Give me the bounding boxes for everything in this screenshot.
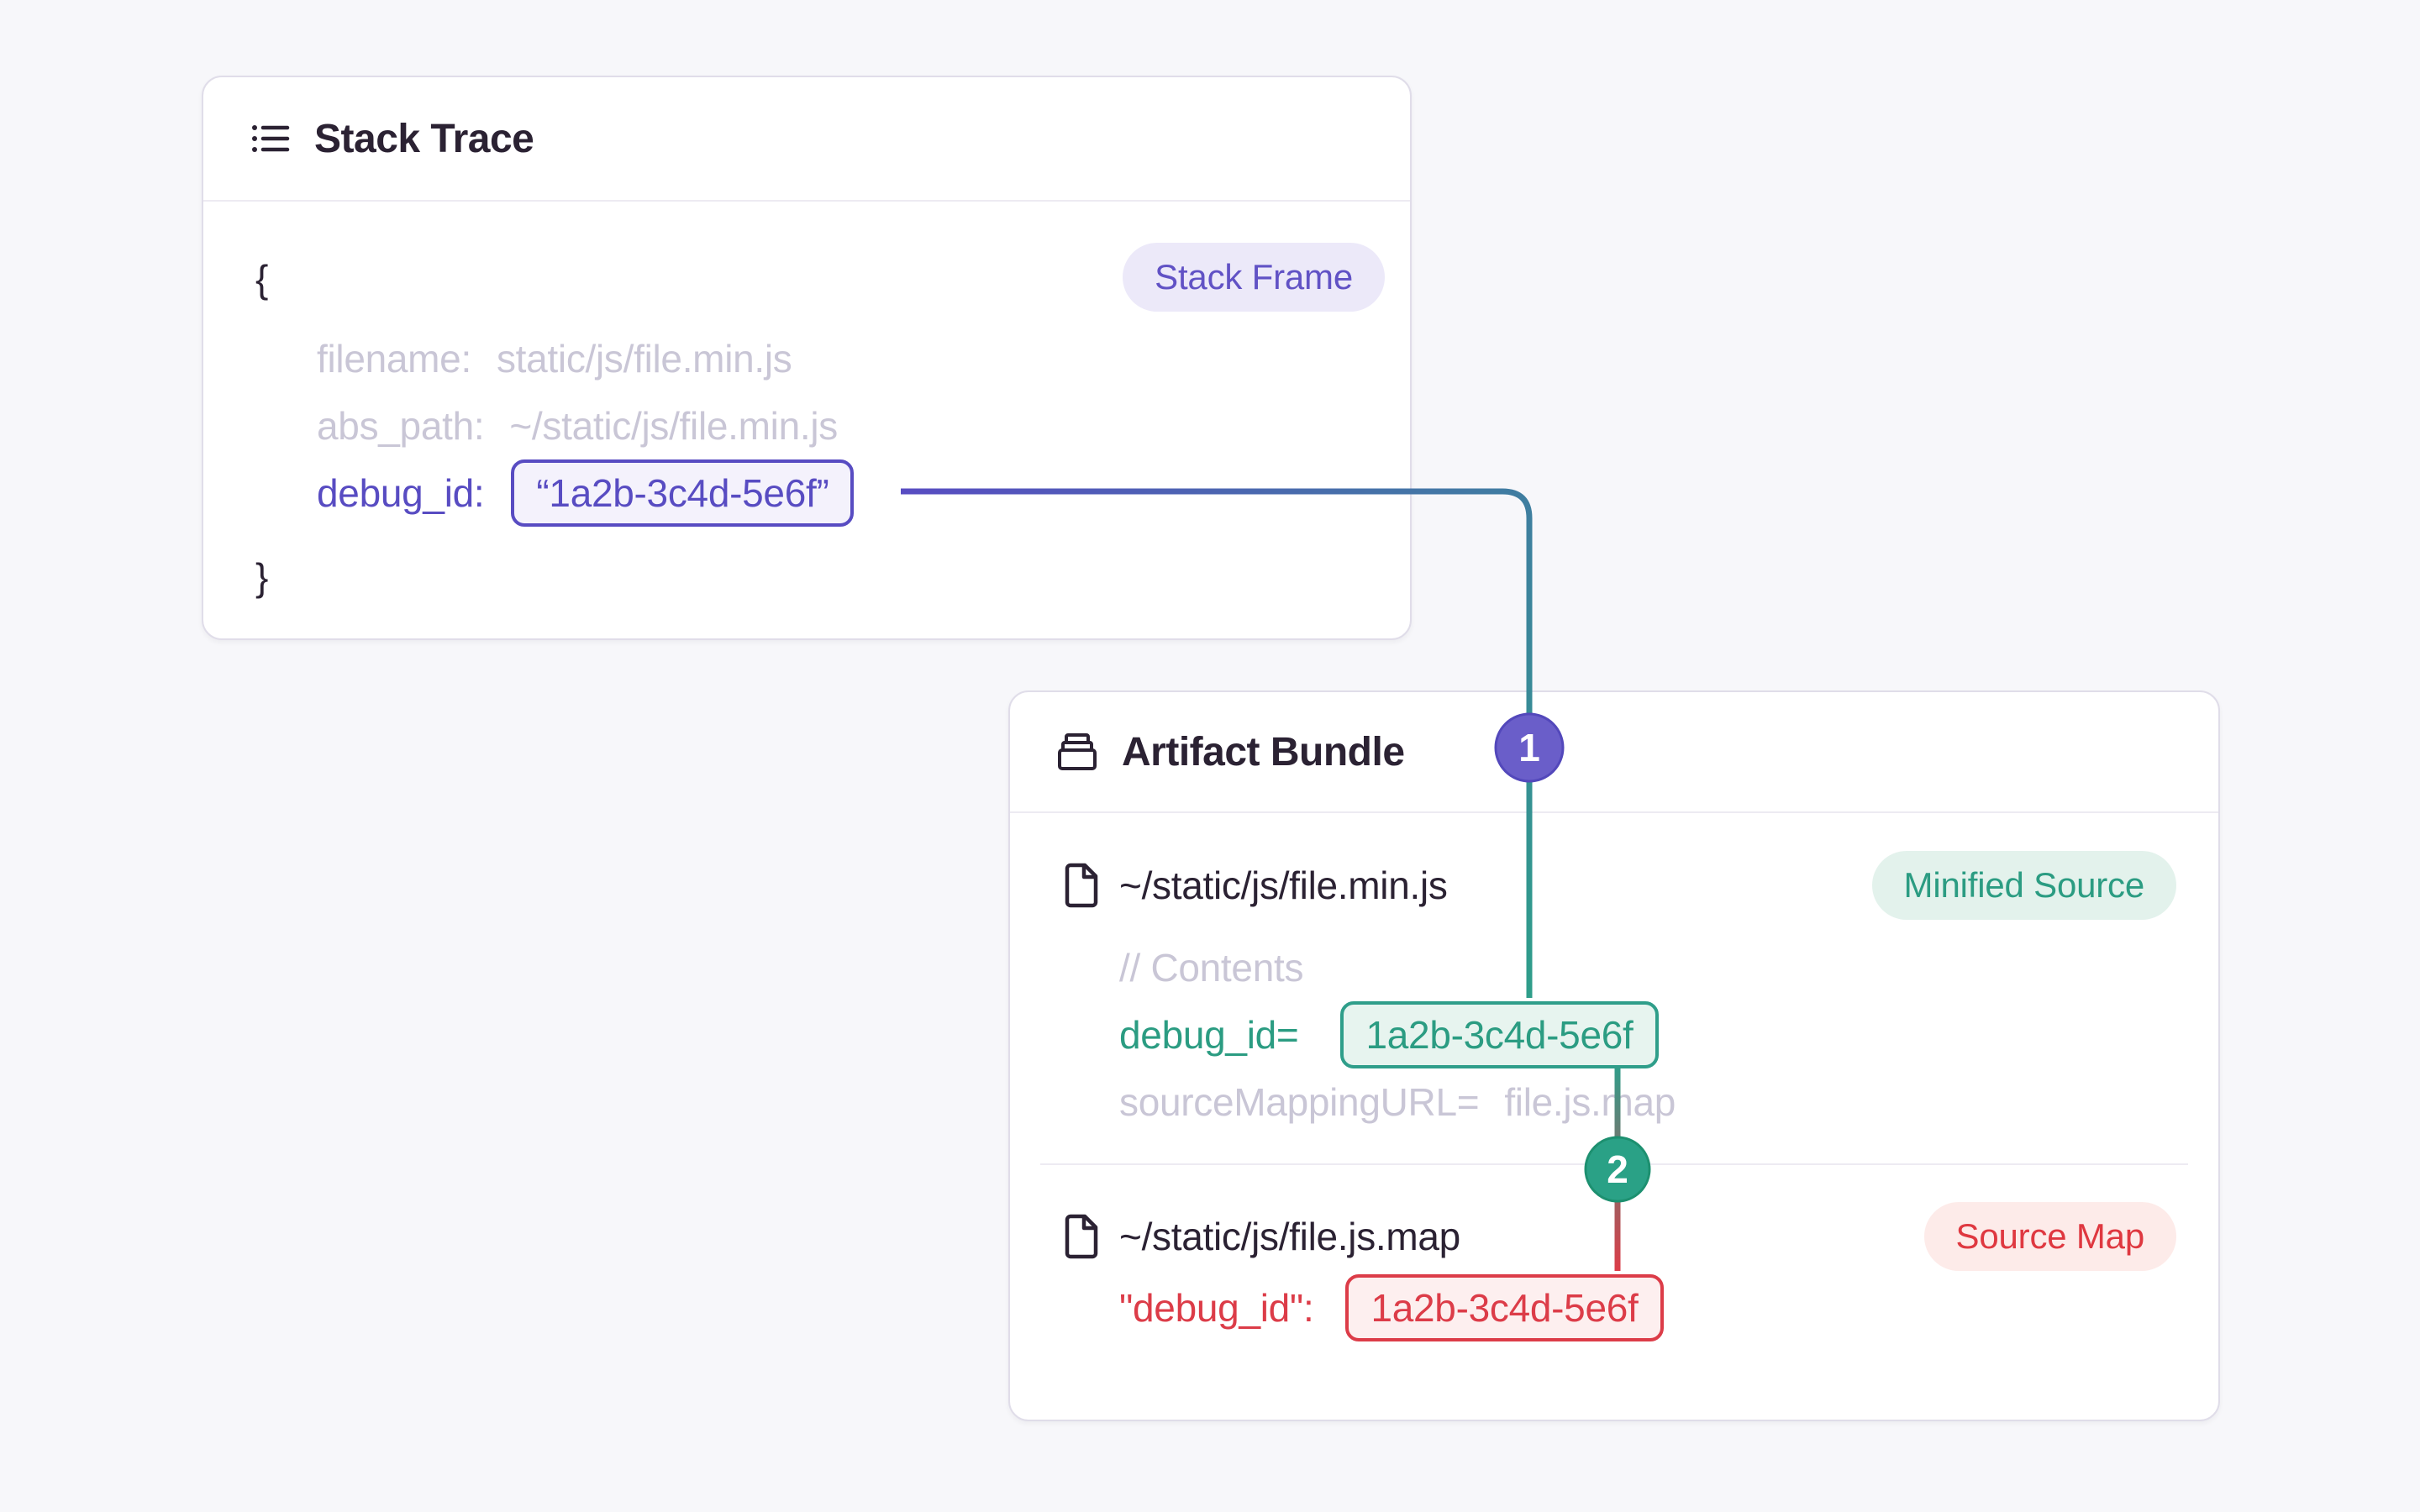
stack-trace-card: Stack Trace Stack Frame { filename: stat… xyxy=(202,76,1412,640)
stack-list-icon xyxy=(250,118,291,159)
stack-debug-id-label: debug_id: xyxy=(317,471,485,515)
minified-file-row: ~/static/js/file.min.js Minified Source xyxy=(1062,851,2176,920)
open-brace-text: { xyxy=(255,257,269,301)
source-map-file-row: ~/static/js/file.js.map Source Map xyxy=(1062,1202,2176,1271)
file-icon xyxy=(1062,1213,1101,1260)
stack-debug-id-line: debug_id: “1a2b-3c4d-5e6f” xyxy=(317,459,855,527)
source-mapping-label: sourceMappingURL= xyxy=(1119,1080,1480,1124)
abs-path-label: abs_path: xyxy=(317,404,485,448)
map-debug-id-value: 1a2b-3c4d-5e6f xyxy=(1370,1286,1639,1330)
archive-bundle-icon xyxy=(1056,732,1098,772)
artifact-bundle-card: Artifact Bundle ~/static/js/file.min.js … xyxy=(1008,690,2220,1421)
filename-label: filename: xyxy=(317,337,471,381)
abs-path-line: abs_path: ~/static/js/file.min.js xyxy=(317,392,838,459)
source-map-file-name: ~/static/js/file.js.map xyxy=(1119,1215,1460,1258)
source-map-badge-label: Source Map xyxy=(1955,1216,2145,1256)
map-debug-id-line: "debug_id": 1a2b-3c4d-5e6f xyxy=(1119,1274,1664,1341)
map-debug-id-label: "debug_id": xyxy=(1119,1286,1314,1330)
close-brace-text: } xyxy=(255,555,269,599)
file-row-divider xyxy=(1040,1163,2188,1165)
artifact-bundle-title: Artifact Bundle xyxy=(1122,729,1405,774)
bundle-debug-id-box: 1a2b-3c4d-5e6f xyxy=(1340,1001,1659,1068)
json-open-brace: { xyxy=(255,245,268,312)
contents-comment-line: // Contents xyxy=(1119,934,1303,1001)
map-debug-id-box: 1a2b-3c4d-5e6f xyxy=(1345,1274,1664,1341)
stack-frame-badge: Stack Frame xyxy=(1123,243,1385,312)
json-close-brace: } xyxy=(255,543,268,611)
stack-debug-id-box: “1a2b-3c4d-5e6f” xyxy=(511,459,855,527)
filename-value: static/js/file.min.js xyxy=(496,337,792,381)
bundle-debug-id-value: 1a2b-3c4d-5e6f xyxy=(1365,1013,1634,1057)
stack-frame-badge-label: Stack Frame xyxy=(1155,257,1353,297)
filename-line: filename: static/js/file.min.js xyxy=(317,325,792,392)
source-map-badge: Source Map xyxy=(1923,1202,2176,1271)
minified-source-badge: Minified Source xyxy=(1871,851,2176,920)
stack-trace-title: Stack Trace xyxy=(314,116,534,161)
stack-trace-header: Stack Trace xyxy=(203,77,1410,202)
source-mapping-line: sourceMappingURL= file.js.map xyxy=(1119,1068,1676,1136)
minified-source-badge-label: Minified Source xyxy=(1903,865,2145,905)
file-icon xyxy=(1062,862,1101,909)
artifact-bundle-header: Artifact Bundle xyxy=(1010,692,2218,813)
source-mapping-value: file.js.map xyxy=(1504,1080,1676,1124)
bundle-debug-id-line: debug_id= 1a2b-3c4d-5e6f xyxy=(1119,1001,1659,1068)
bundle-debug-id-label: debug_id= xyxy=(1119,1013,1299,1057)
abs-path-value: ~/static/js/file.min.js xyxy=(509,404,838,448)
stack-debug-id-value: “1a2b-3c4d-5e6f” xyxy=(536,471,829,515)
minified-file-name: ~/static/js/file.min.js xyxy=(1119,864,1448,907)
contents-comment: // Contents xyxy=(1119,946,1304,990)
